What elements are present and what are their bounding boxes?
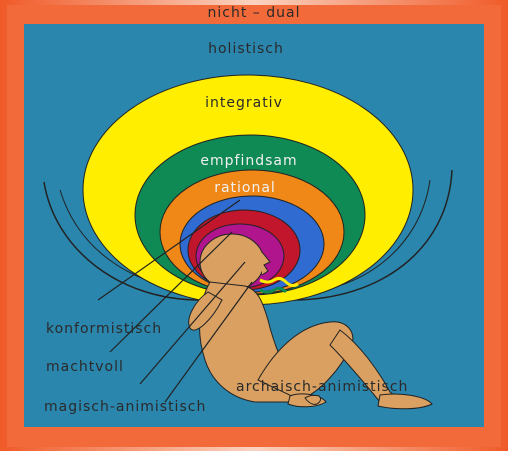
figure-head bbox=[200, 234, 264, 290]
label-rational: rational bbox=[214, 180, 276, 196]
label-empfindsam: empfindsam bbox=[200, 153, 297, 169]
label-integrativ: integrativ bbox=[205, 95, 283, 111]
label-magisch-animistisch: magisch-animistisch bbox=[44, 399, 206, 415]
label-machtvoll: machtvoll bbox=[46, 359, 124, 375]
label-archaisch-animistisch: archaisch-animistisch bbox=[236, 379, 408, 395]
label-holistisch: holistisch bbox=[208, 41, 284, 57]
label-konformistisch: konformistisch bbox=[46, 321, 162, 337]
label-nicht-dual: nicht – dual bbox=[208, 5, 301, 21]
